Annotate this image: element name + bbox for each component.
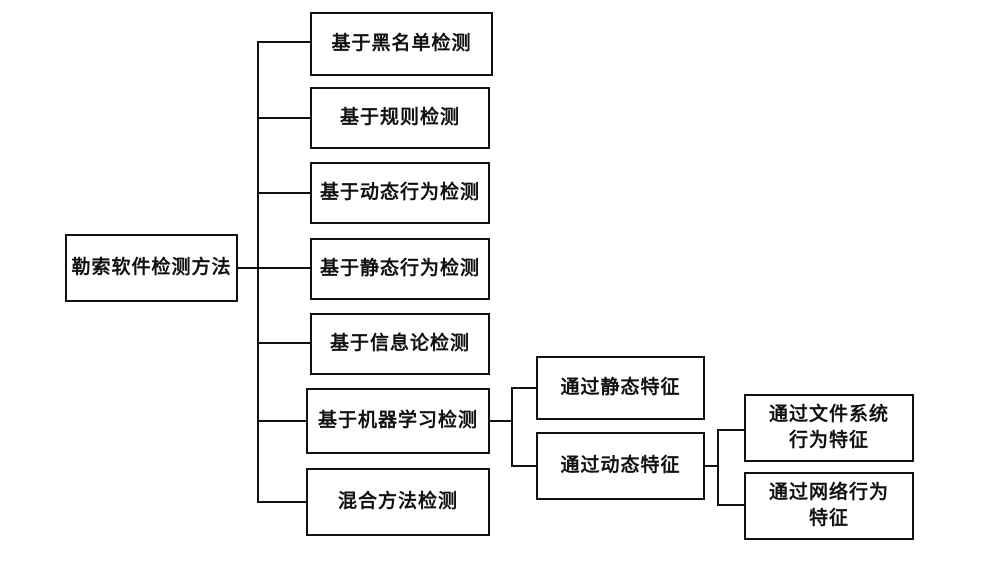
- root-label: 勒索软件检测方法: [71, 256, 232, 279]
- ml-node-static-features: 通过静态特征: [536, 356, 705, 420]
- method-label: 基于规则检测: [339, 106, 460, 129]
- root-node: 勒索软件检测方法: [65, 234, 238, 302]
- ml-branch-label: 通过动态特征: [560, 454, 681, 477]
- dynamic-branch-line2: 行为特征: [788, 429, 869, 451]
- method-label: 混合方法检测: [337, 490, 458, 513]
- dynamic-branch-line2: 特征: [808, 507, 849, 529]
- method-node-static-behavior: 基于静态行为检测: [310, 238, 490, 300]
- method-node-dynamic-behavior: 基于动态行为检测: [310, 162, 490, 224]
- method-label: 基于动态行为检测: [319, 181, 480, 204]
- method-node-information-theory: 基于信息论检测: [310, 313, 490, 375]
- method-label: 基于黑名单检测: [331, 32, 472, 55]
- dynamic-node-filesystem: 通过文件系统 行为特征: [744, 394, 914, 462]
- method-node-rules: 基于规则检测: [310, 87, 490, 149]
- dynamic-node-network: 通过网络行为 特征: [744, 472, 914, 540]
- method-label: 基于信息论检测: [329, 332, 470, 355]
- dynamic-branch-line1: 通过网络行为: [768, 481, 889, 504]
- ml-branch-label: 通过静态特征: [560, 376, 681, 399]
- method-node-blacklist: 基于黑名单检测: [310, 12, 493, 76]
- method-node-machine-learning: 基于机器学习检测: [306, 388, 490, 454]
- ml-node-dynamic-features: 通过动态特征: [536, 432, 705, 500]
- dynamic-branch-line1: 通过文件系统: [768, 403, 889, 426]
- method-node-hybrid: 混合方法检测: [306, 468, 490, 536]
- method-label: 基于机器学习检测: [317, 409, 478, 432]
- method-label: 基于静态行为检测: [319, 257, 480, 280]
